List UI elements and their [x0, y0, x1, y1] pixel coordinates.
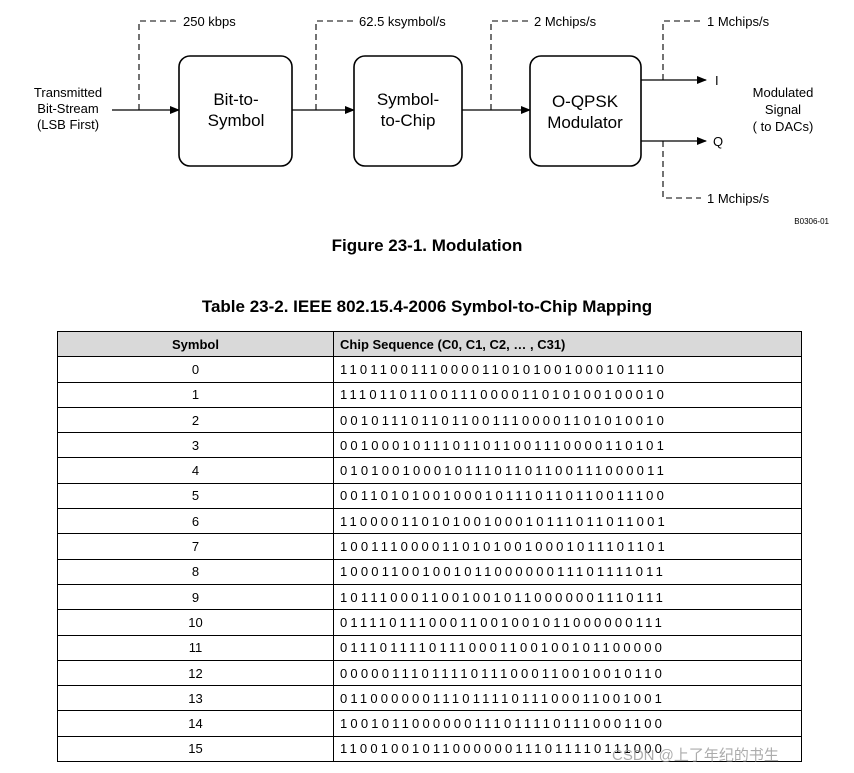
rate-label-q: 1 Mchips/s	[707, 191, 770, 206]
symbol-to-chip-line-1: Symbol-	[377, 90, 439, 109]
table-caption: Table 23-2. IEEE 802.15.4-2006 Symbol-to…	[201, 297, 653, 316]
rate-tap-q	[662, 141, 701, 199]
symbol-cell: 13	[57, 685, 334, 712]
symbol-to-chip-table: Symbol Chip Sequence (C0, C1, C2, … , C3…	[57, 330, 802, 763]
symbol-cell: 11	[57, 634, 334, 661]
chip-sequence-cell: 00101110110110011100001101010010	[333, 406, 802, 434]
symbol-cell: 1	[57, 381, 334, 408]
symbol-cell: 7	[57, 533, 334, 560]
oqpsk-modulator-block	[529, 55, 642, 167]
chip-sequence-cell: 01111011100011001001011000000111	[333, 609, 802, 636]
chip-sequence-cell: 10111000110010010110000001110111	[333, 583, 802, 611]
symbol-to-chip-block	[353, 55, 463, 167]
modulator-line-2: Modulator	[547, 113, 623, 132]
chip-sequence-cell: 01110111101110001100100101100000	[333, 634, 802, 661]
symbol-cell: 10	[57, 609, 334, 636]
symbol-cell: 12	[57, 659, 334, 687]
symbol-cell: 15	[57, 735, 334, 763]
figure-caption: Figure 23-1. Modulation	[331, 236, 523, 255]
symbol-cell: 14	[57, 710, 334, 737]
symbol-cell: 5	[57, 482, 334, 510]
symbol-cell: 3	[57, 432, 334, 459]
header-symbol: Symbol	[57, 330, 334, 358]
rate-label-mchips: 2 Mchips/s	[534, 14, 597, 29]
chip-sequence-cell: 10010110000001110111101110001100	[333, 710, 802, 737]
chip-sequence-cell: 11001001011000000111011110111000	[333, 735, 802, 763]
bit-to-symbol-line-2: Symbol	[208, 111, 265, 130]
output-label-line-2: Signal	[765, 102, 801, 117]
chip-sequence-cell: 10011100001101010010001011101101	[333, 533, 802, 560]
bit-to-symbol-line-1: Bit-to-	[213, 90, 258, 109]
figure-id: B0306-01	[794, 217, 829, 226]
chip-sequence-cell: 11101101100111000011010100100010	[333, 381, 802, 408]
rate-tap-i	[662, 20, 701, 80]
chip-sequence-cell: 11000011010100100010111011011001	[333, 508, 802, 535]
chip-sequence-cell: 00000111011110111000110010010110	[333, 659, 802, 687]
output-i-label: I	[715, 73, 719, 88]
symbol-cell: 2	[57, 406, 334, 434]
chip-sequence-cell: 01100000011101111011100011001001	[333, 685, 802, 712]
input-label-line-2: Bit-Stream	[37, 101, 98, 116]
header-chip-sequence: Chip Sequence (C0, C1, C2, … , C31)	[333, 330, 802, 358]
rate-tap-3	[490, 20, 529, 110]
output-label-line-3: ( to DACs)	[753, 119, 814, 134]
symbol-to-chip-line-2: to-Chip	[381, 111, 436, 130]
rate-label-ksymbol: 62.5 ksymbol/s	[359, 14, 446, 29]
rate-label-250kbps: 250 kbps	[183, 14, 236, 29]
rate-tap-2	[315, 20, 354, 110]
symbol-cell: 6	[57, 508, 334, 535]
chip-sequence-cell: 10001100100101100000011101111011	[333, 558, 802, 585]
bit-to-symbol-block	[178, 55, 293, 167]
symbol-cell: 0	[57, 356, 334, 383]
input-label-line-3: (LSB First)	[37, 117, 99, 132]
chip-sequence-cell: 00110101001000101110110110011100	[333, 482, 802, 510]
symbol-cell: 4	[57, 457, 334, 484]
output-q-label: Q	[713, 134, 723, 149]
chip-sequence-cell: 01010010001011101101100111000011	[333, 457, 802, 484]
chip-sequence-cell: 11011001110000110101001000101110	[333, 356, 802, 383]
rate-tap-1	[138, 20, 177, 110]
csdn-watermark: CSDN @上了年纪的书生	[612, 747, 779, 764]
input-label-line-1: Transmitted	[34, 85, 102, 100]
symbol-cell: 9	[57, 583, 334, 611]
chip-sequence-cell: 00100010111011011001110000110101	[333, 432, 802, 459]
table-header-row: Symbol Chip Sequence (C0, C1, C2, … , C3…	[57, 330, 802, 358]
rate-label-i: 1 Mchips/s	[707, 14, 770, 29]
modulation-block-diagram: Transmitted Bit-Stream (LSB First) Bit-t…	[34, 14, 830, 226]
output-label-line-1: Modulated	[753, 85, 814, 100]
modulator-line-1: O-QPSK	[552, 92, 619, 111]
symbol-cell: 8	[57, 558, 334, 585]
